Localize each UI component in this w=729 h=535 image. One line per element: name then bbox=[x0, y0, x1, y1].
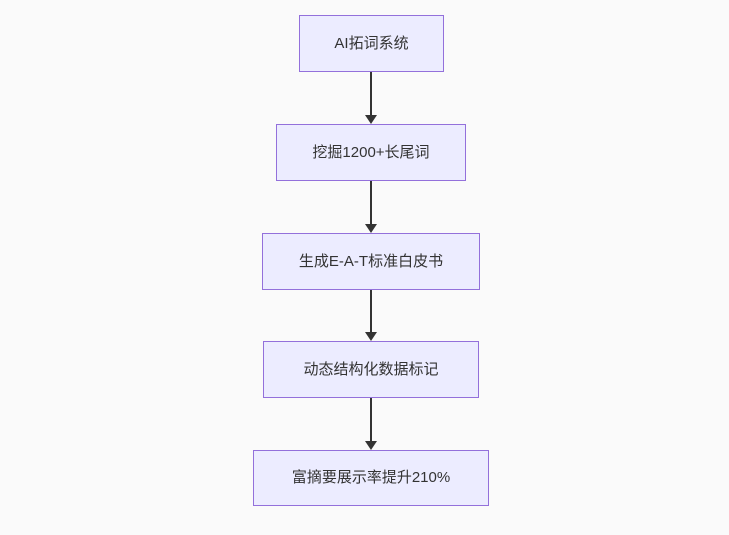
node-label: 富摘要展示率提升210% bbox=[291, 469, 451, 486]
arrow-down-icon bbox=[365, 115, 377, 124]
node-label: 生成E-A-T标准白皮书 bbox=[298, 252, 444, 270]
node-label: 动态结构化数据标记 bbox=[303, 360, 439, 378]
flow-edge-3 bbox=[365, 290, 377, 341]
flow-node-ai-word-expansion-system: AI拓词系统 bbox=[299, 15, 444, 72]
flow-edge-4 bbox=[365, 398, 377, 450]
arrow-line bbox=[370, 181, 372, 224]
arrow-down-icon bbox=[365, 224, 377, 233]
flow-node-longtail-keywords: 挖掘1200+长尾词 bbox=[276, 124, 466, 181]
flow-edge-1 bbox=[365, 72, 377, 124]
node-label: AI拓词系统 bbox=[334, 34, 409, 52]
flow-node-structured-data-markup: 动态结构化数据标记 bbox=[263, 341, 479, 398]
flow-node-rich-snippet-rate: 富摘要展示率提升210% bbox=[253, 450, 489, 506]
arrow-line bbox=[370, 398, 372, 441]
flow-edge-2 bbox=[365, 181, 377, 233]
node-label: 挖掘1200+长尾词 bbox=[312, 143, 430, 161]
arrow-down-icon bbox=[365, 332, 377, 341]
arrow-line bbox=[370, 290, 372, 332]
arrow-down-icon bbox=[365, 441, 377, 450]
flow-node-eat-whitepaper: 生成E-A-T标准白皮书 bbox=[262, 233, 480, 290]
arrow-line bbox=[370, 72, 372, 115]
